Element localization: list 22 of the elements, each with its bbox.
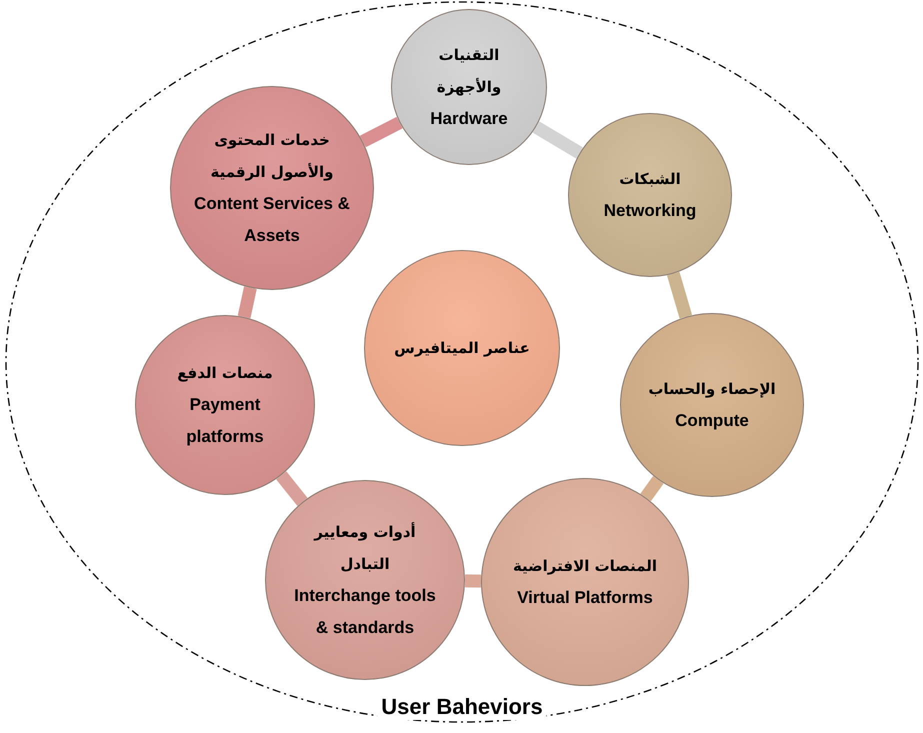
- ring-band: [532, 121, 583, 159]
- ring-band: [666, 272, 692, 319]
- node-label: الإحصاء والحساب: [648, 379, 776, 400]
- node-label: منصات الدفع: [177, 363, 273, 384]
- node-label: عناصر الميتافيرس: [394, 338, 530, 359]
- ring-band: [464, 574, 482, 588]
- node-label: التقنيات والأجهزة: [436, 45, 502, 98]
- node-label: خدمات المحتوى والأصول الرقمية: [210, 130, 334, 183]
- node-label: أدوات ومعايير التبادل: [312, 521, 417, 575]
- node-label: Networking: [604, 200, 696, 222]
- node-label: Hardware: [430, 108, 508, 130]
- node-label: الشبكات: [619, 169, 681, 190]
- node-label: Interchange tools & standards: [293, 585, 437, 639]
- ring-band: [360, 116, 403, 148]
- node-label: Content Services & Assets: [193, 193, 351, 247]
- node-label: Virtual Platforms: [517, 587, 653, 609]
- ring-band: [276, 471, 308, 506]
- node-label: المنصات الافتراضية: [512, 556, 658, 577]
- ring-band: [640, 476, 664, 502]
- node-label: Payment platforms: [185, 394, 265, 448]
- ring-band: [238, 286, 257, 318]
- node-label: Compute: [675, 410, 749, 432]
